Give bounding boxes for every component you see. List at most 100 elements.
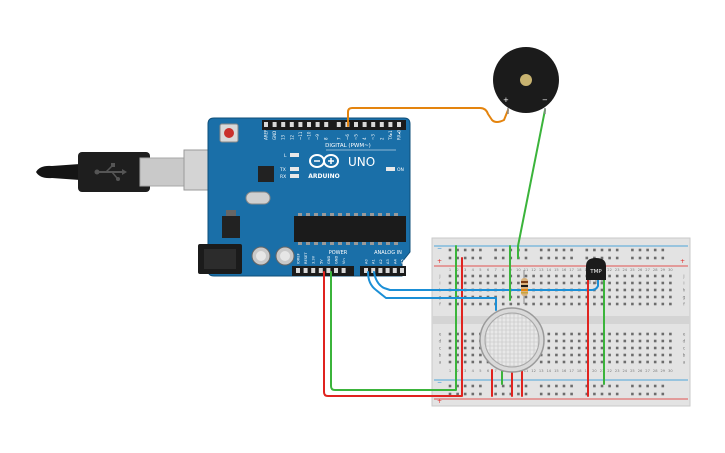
rail-hole[interactable]	[501, 392, 505, 396]
breadboard-hole[interactable]	[669, 332, 672, 336]
breadboard-hole[interactable]	[646, 302, 649, 306]
rail-hole[interactable]	[631, 256, 634, 260]
breadboard-hole[interactable]	[471, 339, 475, 343]
power-pin-hole[interactable]	[311, 268, 316, 273]
digital-pin-hole[interactable]	[281, 122, 286, 127]
rail-hole[interactable]	[479, 256, 482, 260]
wire-green-5v-gnd[interactable]	[330, 245, 457, 391]
rail-hole[interactable]	[600, 256, 604, 260]
breadboard-hole[interactable]	[570, 302, 573, 306]
breadboard-hole[interactable]	[623, 274, 627, 278]
rail-hole[interactable]	[479, 392, 482, 396]
breadboard-hole[interactable]	[539, 302, 543, 306]
breadboard-hole[interactable]	[631, 346, 634, 350]
rail-hole[interactable]	[463, 248, 467, 252]
breadboard-hole[interactable]	[547, 302, 551, 306]
rail-hole[interactable]	[555, 384, 558, 388]
breadboard-hole[interactable]	[463, 274, 467, 278]
breadboard-hole[interactable]	[486, 274, 490, 278]
digital-pin-hole[interactable]	[362, 122, 367, 127]
rail-hole[interactable]	[524, 256, 528, 260]
breadboard-hole[interactable]	[669, 274, 672, 278]
breadboard-hole[interactable]	[615, 281, 619, 285]
breadboard-hole[interactable]	[501, 302, 505, 306]
rail-hole[interactable]	[494, 384, 497, 388]
breadboard-hole[interactable]	[631, 288, 634, 292]
breadboard-hole[interactable]	[615, 346, 619, 350]
analog-pin-hole[interactable]	[385, 268, 390, 273]
rail-hole[interactable]	[501, 384, 505, 388]
breadboard-hole[interactable]	[501, 281, 505, 285]
breadboard-hole[interactable]	[463, 281, 467, 285]
breadboard-hole[interactable]	[570, 346, 573, 350]
breadboard-hole[interactable]	[623, 353, 627, 357]
breadboard-hole[interactable]	[631, 353, 634, 357]
breadboard-hole[interactable]	[653, 288, 657, 292]
breadboard-hole[interactable]	[585, 346, 589, 350]
breadboard-hole[interactable]	[653, 274, 657, 278]
breadboard-hole[interactable]	[486, 281, 490, 285]
breadboard-hole[interactable]	[555, 353, 558, 357]
wire-orange[interactable]	[347, 107, 509, 127]
breadboard-hole[interactable]	[669, 360, 672, 364]
breadboard-hole[interactable]	[646, 332, 649, 336]
wire-red-5v[interactable]	[323, 257, 463, 397]
breadboard-hole[interactable]	[593, 353, 596, 357]
breadboard-hole[interactable]	[661, 288, 665, 292]
breadboard-hole[interactable]	[517, 302, 520, 306]
digital-pin-hole[interactable]	[336, 122, 341, 127]
rail-hole[interactable]	[448, 248, 452, 252]
breadboard-hole[interactable]	[577, 339, 581, 343]
rail-hole[interactable]	[570, 256, 573, 260]
rail-hole[interactable]	[631, 392, 634, 396]
breadboard-hole[interactable]	[456, 360, 459, 364]
breadboard-hole[interactable]	[570, 353, 573, 357]
analog-pin-hole[interactable]	[400, 268, 404, 273]
breadboard-hole[interactable]	[539, 353, 543, 357]
breadboard-hole[interactable]	[669, 295, 672, 299]
breadboard-hole[interactable]	[623, 332, 627, 336]
breadboard-hole[interactable]	[509, 302, 513, 306]
breadboard-hole[interactable]	[471, 360, 475, 364]
breadboard-hole[interactable]	[494, 274, 497, 278]
breadboard-hole[interactable]	[448, 346, 452, 350]
rail-hole[interactable]	[471, 392, 475, 396]
breadboard-hole[interactable]	[448, 332, 452, 336]
breadboard-hole[interactable]	[463, 360, 467, 364]
rail-hole[interactable]	[471, 256, 475, 260]
rail-hole[interactable]	[555, 256, 558, 260]
rail-hole[interactable]	[448, 384, 452, 388]
rail-hole[interactable]	[539, 248, 543, 252]
breadboard-hole[interactable]	[517, 281, 520, 285]
breadboard-hole[interactable]	[638, 288, 642, 292]
analog-pin-hole[interactable]	[371, 268, 376, 273]
rail-hole[interactable]	[593, 248, 596, 252]
breadboard-hole[interactable]	[585, 353, 589, 357]
breadboard-hole[interactable]	[600, 339, 604, 343]
breadboard-hole[interactable]	[486, 302, 490, 306]
breadboard-hole[interactable]	[585, 360, 589, 364]
breadboard-hole[interactable]	[555, 295, 558, 299]
rail-hole[interactable]	[638, 392, 642, 396]
breadboard-hole[interactable]	[532, 302, 535, 306]
breadboard-hole[interactable]	[570, 281, 573, 285]
rail-hole[interactable]	[646, 248, 649, 252]
breadboard-hole[interactable]	[577, 332, 581, 336]
breadboard-hole[interactable]	[471, 274, 475, 278]
breadboard-hole[interactable]	[623, 288, 627, 292]
rail-hole[interactable]	[479, 248, 482, 252]
digital-pin-hole[interactable]	[354, 122, 358, 127]
analog-pin-hole[interactable]	[364, 268, 368, 273]
rail-hole[interactable]	[661, 248, 665, 252]
breadboard-hole[interactable]	[615, 339, 619, 343]
rail-hole[interactable]	[646, 256, 649, 260]
breadboard-hole[interactable]	[623, 302, 627, 306]
breadboard-hole[interactable]	[600, 360, 604, 364]
rail-hole[interactable]	[456, 384, 459, 388]
rail-hole[interactable]	[463, 256, 467, 260]
rail-hole[interactable]	[608, 256, 611, 260]
breadboard-hole[interactable]	[555, 332, 558, 336]
breadboard-hole[interactable]	[593, 332, 596, 336]
breadboard-hole[interactable]	[555, 281, 558, 285]
